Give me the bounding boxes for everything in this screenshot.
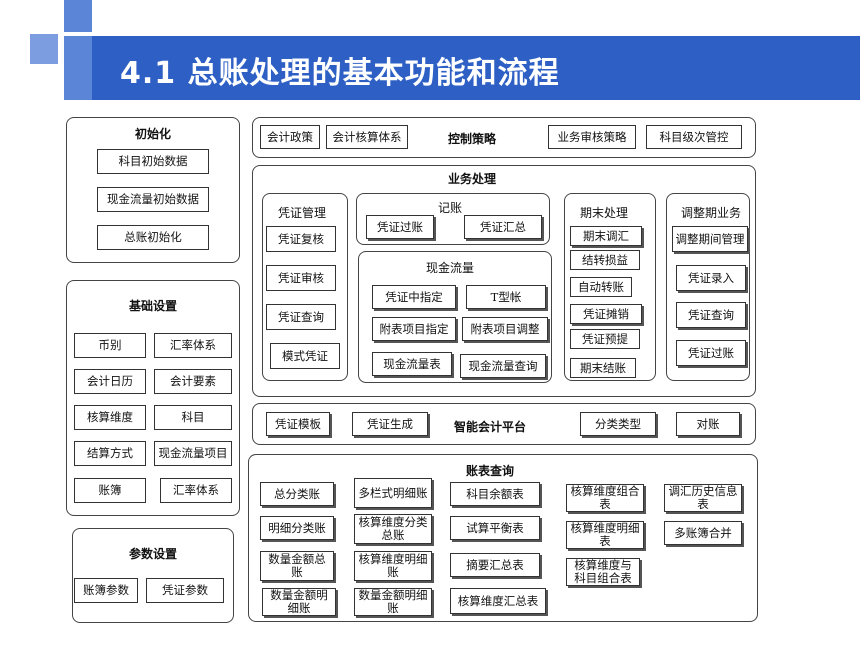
group-basic	[66, 280, 240, 516]
init-item[interactable]: 科目初始数据	[97, 149, 209, 174]
adjust-item[interactable]: 凭证查询	[676, 302, 746, 328]
decor-square	[30, 34, 58, 64]
basic-item[interactable]: 会计日历	[74, 369, 146, 394]
voucher-item[interactable]: 凭证复核	[266, 226, 336, 252]
report-item[interactable]: 数量金额总账	[260, 551, 334, 581]
group-reports-label: 账表查询	[465, 464, 514, 478]
period-end-item[interactable]: 自动转账	[570, 277, 632, 297]
adjust-item[interactable]: 凭证过账	[676, 340, 746, 366]
voucher-item[interactable]: 凭证查询	[266, 304, 336, 330]
report-item[interactable]: 摘要汇总表	[450, 553, 540, 577]
report-item[interactable]: 数量金额明细账	[354, 588, 432, 616]
control-item[interactable]: 会计政策	[260, 125, 320, 149]
cashflow-item[interactable]: 凭证中指定	[372, 285, 456, 309]
basic-item[interactable]: 科目	[154, 405, 232, 430]
report-item[interactable]: 核算维度明细表	[566, 521, 644, 549]
decor-square	[64, 36, 92, 100]
report-item[interactable]: 明细分类账	[260, 516, 334, 540]
group-basic-label: 基础设置	[128, 299, 177, 313]
report-item[interactable]: 总分类账	[260, 482, 334, 506]
group-smart-label: 智能会计平台	[453, 420, 526, 434]
control-item[interactable]: 会计核算体系	[326, 125, 408, 149]
report-item[interactable]: 多账簿合并	[664, 521, 742, 545]
basic-item[interactable]: 汇率体系	[154, 333, 232, 358]
group-init-label: 初始化	[134, 127, 171, 141]
smart-item[interactable]: 凭证生成	[352, 412, 428, 436]
report-item[interactable]: 核算维度明细账	[354, 551, 432, 581]
group-posting-label: 记账	[437, 201, 462, 215]
report-item[interactable]: 科目余额表	[450, 482, 540, 506]
param-item[interactable]: 账簿参数	[74, 578, 138, 603]
period-end-item[interactable]: 期末结账	[570, 358, 636, 378]
period-end-item[interactable]: 凭证摊销	[570, 304, 642, 324]
smart-item[interactable]: 对账	[676, 412, 740, 436]
control-item[interactable]: 科目级次管控	[646, 125, 742, 149]
adjust-item[interactable]: 调整期间管理	[672, 226, 748, 252]
report-item[interactable]: 多栏式明细账	[354, 478, 432, 508]
basic-item[interactable]: 账簿	[74, 478, 146, 503]
group-adjust-label: 调整期业务	[680, 206, 741, 220]
report-item[interactable]: 核算维度分类总账	[354, 514, 432, 544]
decor-square	[64, 0, 92, 32]
voucher-item[interactable]: 凭证审核	[266, 265, 336, 291]
group-smart	[252, 403, 756, 445]
cashflow-item[interactable]: T型帐	[466, 285, 546, 309]
report-item[interactable]: 数量金额明细账	[262, 588, 336, 616]
posting-item[interactable]: 凭证过账	[366, 215, 434, 239]
init-item[interactable]: 现金流量初始数据	[97, 187, 209, 212]
report-item[interactable]: 核算维度组合表	[566, 484, 644, 512]
smart-item[interactable]: 分类类型	[580, 412, 656, 436]
posting-item[interactable]: 凭证汇总	[464, 215, 542, 239]
period-end-item[interactable]: 期末调汇	[570, 226, 642, 246]
cashflow-item[interactable]: 附表项目指定	[372, 317, 456, 341]
group-period-end-label: 期末处理	[579, 206, 628, 220]
report-item[interactable]: 核算维度与科目组合表	[566, 558, 640, 586]
group-param-label: 参数设置	[128, 547, 177, 561]
voucher-item[interactable]: 模式凭证	[270, 343, 340, 369]
control-item[interactable]: 业务审核策略	[548, 125, 636, 149]
period-end-item[interactable]: 凭证预提	[570, 329, 640, 349]
cashflow-item[interactable]: 附表项目调整	[462, 317, 548, 341]
param-item[interactable]: 凭证参数	[146, 578, 224, 603]
basic-item[interactable]: 核算维度	[74, 405, 146, 430]
basic-item[interactable]: 汇率体系	[160, 478, 232, 503]
basic-item[interactable]: 币别	[74, 333, 146, 358]
adjust-item[interactable]: 凭证录入	[676, 265, 746, 291]
init-item[interactable]: 总账初始化	[97, 225, 209, 250]
cashflow-item[interactable]: 现金流量查询	[460, 354, 546, 378]
group-param	[72, 528, 234, 623]
group-cashflow-label: 现金流量	[425, 261, 474, 275]
smart-item[interactable]: 凭证模板	[266, 412, 330, 436]
report-item[interactable]: 试算平衡表	[450, 516, 540, 540]
basic-item[interactable]: 会计要素	[154, 369, 232, 394]
basic-item[interactable]: 现金流量项目	[154, 441, 232, 466]
group-control-label: 控制策略	[447, 132, 496, 146]
report-item[interactable]: 核算维度汇总表	[450, 588, 546, 614]
period-end-item[interactable]: 结转损益	[570, 250, 640, 270]
basic-item[interactable]: 结算方式	[74, 441, 146, 466]
group-business-label: 业务处理	[447, 172, 496, 186]
title-bar	[92, 36, 860, 100]
page-title: 4.1 总账处理的基本功能和流程	[120, 56, 560, 91]
group-voucher-label: 凭证管理	[277, 206, 326, 220]
report-item[interactable]: 调汇历史信息表	[664, 484, 742, 512]
cashflow-item[interactable]: 现金流量表	[372, 352, 452, 376]
